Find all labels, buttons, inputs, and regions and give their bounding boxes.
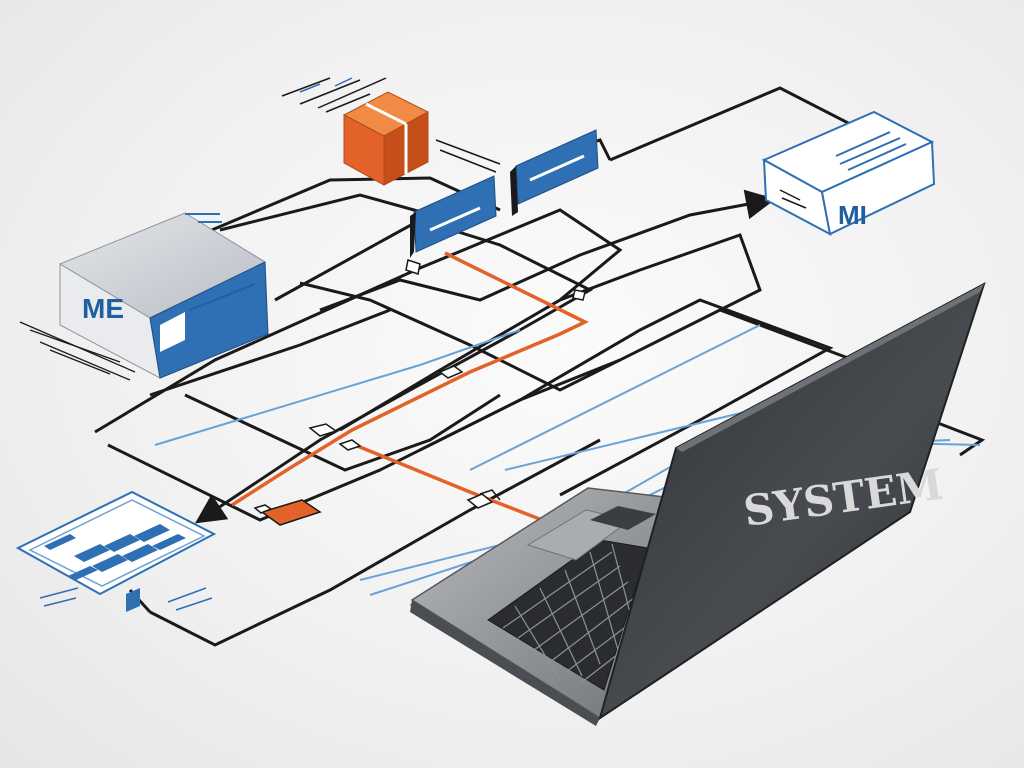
connector-line — [319, 189, 776, 312]
plug-node — [253, 504, 273, 514]
flag-card-icon — [410, 175, 497, 258]
blue-trace — [504, 411, 746, 471]
keyboard — [487, 539, 649, 691]
right-box-label: MI — [838, 200, 867, 230]
connector-line — [419, 358, 621, 452]
connector-nodes — [253, 259, 586, 526]
flag-card-icon — [435, 129, 599, 216]
connector-line — [149, 438, 601, 647]
server-icon: ME — [19, 212, 269, 381]
plug-node — [338, 439, 362, 451]
blue-trace — [469, 324, 761, 471]
laptop-icon: SYSTEM — [410, 281, 986, 726]
orange-trace — [231, 251, 590, 507]
plug-node — [479, 489, 501, 501]
document-box-icon: MI — [761, 110, 936, 236]
orange-adapter — [260, 499, 322, 526]
package-icon — [281, 77, 430, 186]
plug-node — [405, 259, 421, 275]
connector-line — [299, 233, 762, 392]
connector-line — [149, 308, 391, 397]
left-server-label: ME — [82, 293, 124, 324]
blue-trace — [154, 329, 521, 446]
connector-line — [184, 393, 501, 472]
plug-node — [572, 289, 586, 301]
plug-node — [308, 423, 338, 437]
spreadsheet-panel-icon — [15, 490, 217, 612]
connector-line — [94, 208, 623, 434]
plug-node — [438, 365, 464, 379]
plug-node — [466, 493, 494, 509]
connector-line — [929, 418, 986, 457]
